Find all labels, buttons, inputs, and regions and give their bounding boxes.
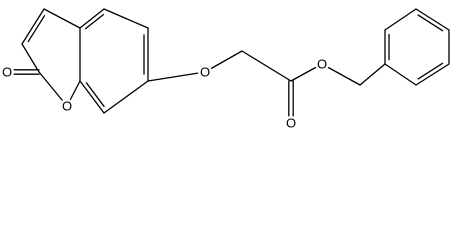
atom-label-ring-oxygen: O [62,99,72,114]
atom-ester-oxygen: O [315,57,329,72]
bond-c2-c3 [21,43,40,73]
bond-c8-c8a [79,80,105,114]
bond-c4a-c5 [79,8,105,29]
bond-ph3-ph4-inner [417,14,444,32]
bond-ester-o-ch2 [321,63,361,86]
bond-ph2-ph3 [384,8,417,31]
bond-ph6-ph1 [384,63,417,86]
bond-c8-c8a-inner [85,82,105,108]
chemical-structure: O O O O O [0,8,450,131]
bond-c4-c4a [43,8,81,29]
bond-ether-o-ch2 [204,50,243,73]
bond-ch2-phenyl [359,63,386,86]
atom-ring-oxygen: O [60,99,74,114]
bond-ph5-ph6-inner [417,62,444,80]
bond-ph3-ph4 [415,8,450,31]
atom-labels: O O O O O [0,57,329,131]
atom-ether-oxygen: O [198,65,212,80]
atom-label-ester-oxygen: O [317,57,327,72]
bond-c3-c4-inner [27,15,46,43]
atom-label-carbonyl-oxygen-ester: O [286,116,296,131]
bond-c7-ether-o [147,71,206,82]
bond-ch2-carbonyl-c [241,50,292,82]
bond-c7-c8 [103,80,149,114]
bond-c3-c4 [21,8,45,45]
atom-carbonyl-oxygen-ester: O [284,116,298,131]
bond-o1-c2 [38,71,68,107]
bond-c4a-c5-inner [84,13,105,30]
bond-c5-c6 [103,8,149,29]
atom-label-ether-oxygen: O [200,65,210,80]
atom-label-carbonyl-oxygen-lactone: O [2,65,12,80]
bond-ph5-ph6 [415,63,450,86]
atom-carbonyl-oxygen-lactone: O [0,65,14,80]
